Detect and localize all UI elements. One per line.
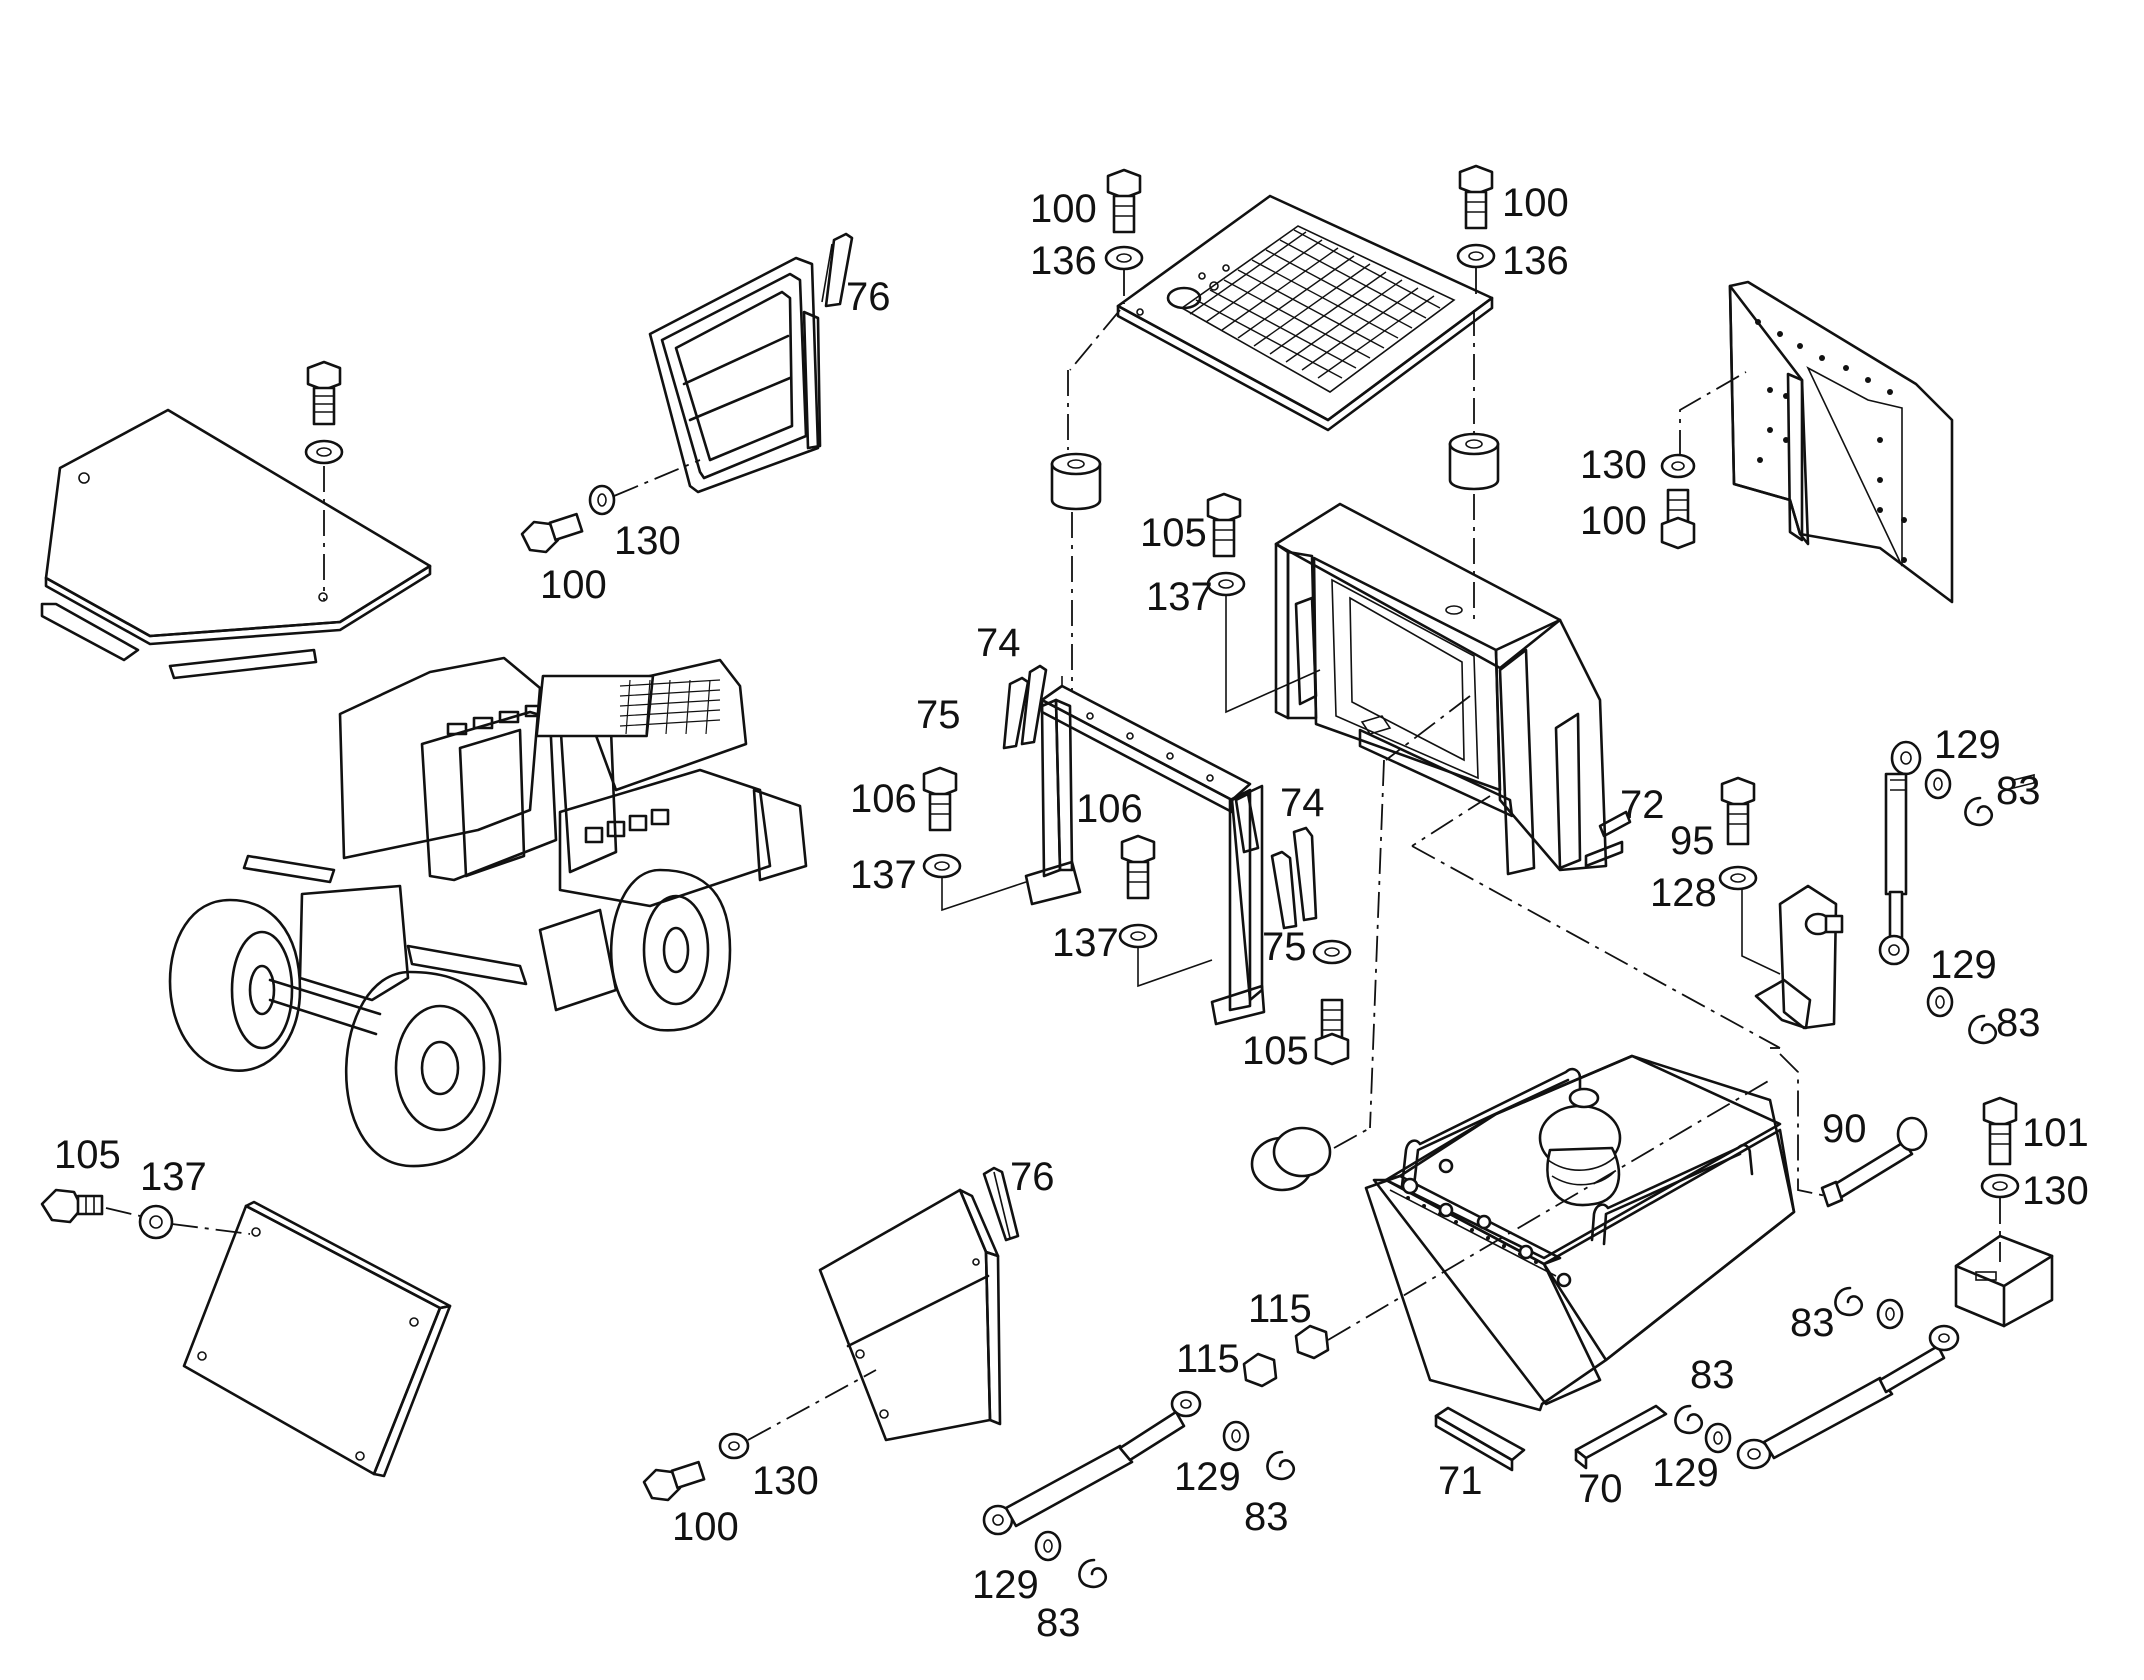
callout-label: 74: [1280, 781, 1325, 825]
callout-label: 71: [1438, 1459, 1483, 1503]
nuts-115: [1242, 1324, 1330, 1388]
callout-label: 83: [1996, 769, 2041, 813]
grille-bolt-left: [1104, 168, 1144, 271]
callout-label: 95: [1670, 819, 1715, 863]
gas-strut-bottom-middle: [982, 1390, 1202, 1536]
bolt-105-mid: [1206, 492, 1246, 597]
rear-panel: [1728, 280, 1954, 604]
support-frame: [1024, 676, 1266, 1026]
tractor-assembly: [168, 656, 808, 1168]
callout-label: 129: [1652, 1451, 1719, 1495]
callout-label: 137: [1146, 575, 1213, 619]
callout-label: 83: [1996, 1001, 2041, 1045]
callout-label: 75: [1262, 925, 1307, 969]
callout-label: 137: [140, 1155, 207, 1199]
callout-label: 90: [1822, 1107, 1867, 1151]
cap: [1250, 1126, 1332, 1192]
grille-bolt-right: [1456, 164, 1496, 269]
callout-label: 100: [1580, 499, 1647, 543]
callout-label: 83: [1244, 1495, 1289, 1539]
callout-label: 76: [846, 275, 891, 319]
callout-label: 137: [850, 853, 917, 897]
clips-right-top: [1924, 768, 1994, 827]
callout-label: 130: [2022, 1169, 2089, 1213]
callout-label: 115: [1248, 1287, 1312, 1331]
callout-label: 129: [1174, 1455, 1241, 1499]
clips-bottom-middle: [1034, 1420, 1296, 1589]
callout-label: 83: [1690, 1353, 1735, 1397]
cab-housing: [1274, 502, 1632, 876]
bolt-101: [1980, 1096, 2020, 1199]
clips-bottom-right: [1674, 1286, 1904, 1454]
callout-label: 101: [2022, 1111, 2089, 1155]
bracket: [1754, 884, 1844, 1030]
rubber-mount-right: [1448, 432, 1500, 491]
grille-plate: [1116, 194, 1494, 432]
callout-label: 105: [54, 1133, 121, 1177]
callout-label: 83: [1036, 1601, 1081, 1645]
callout-label: 130: [614, 519, 681, 563]
callout-label: 70: [1578, 1467, 1623, 1511]
callout-label: 129: [1930, 943, 1997, 987]
callout-label: 76: [1010, 1155, 1055, 1199]
callout-label: 100: [540, 563, 607, 607]
door-frame: [648, 256, 822, 494]
callout-label: 136: [1502, 239, 1569, 283]
callout-label: 72: [1620, 783, 1665, 827]
callout-label: 100: [1502, 181, 1569, 225]
door-bolt: [520, 484, 616, 554]
rubber-mount-left: [1050, 452, 1102, 511]
side-panel-bottom: [818, 1188, 1002, 1442]
callout-label: 83: [1790, 1301, 1835, 1345]
callout-label: 136: [1030, 239, 1097, 283]
callout-label: 130: [752, 1459, 819, 1503]
strip-76-bottom: [982, 1166, 1020, 1242]
callout-label: 129: [972, 1563, 1039, 1607]
callout-label: 115: [1176, 1337, 1240, 1381]
fuel-tank: [1364, 1054, 1796, 1412]
washer-137-low: [1312, 939, 1352, 965]
battery-box: [1954, 773, 2054, 1328]
strip-74-left: [1002, 664, 1048, 750]
callout-label: 137: [1052, 921, 1119, 965]
clips-right-bot: [1926, 986, 1998, 1045]
strip-76-top: [821, 232, 854, 308]
strip-71: [1434, 1406, 1526, 1472]
strip-74-right: [1270, 826, 1318, 930]
side-panel-left: [182, 1200, 452, 1478]
roof-panel: [40, 408, 432, 680]
bolt-95: [1718, 776, 1758, 891]
callout-label: 105: [1140, 511, 1207, 555]
bolt-100-bottom: [642, 1432, 750, 1502]
callout-label: 106: [850, 777, 917, 821]
gas-strut-bottom-right: [1736, 1324, 1960, 1470]
gas-strut-right: [1878, 740, 1922, 966]
callout-label: 100: [1030, 187, 1097, 231]
rear-panel-fixings: [1660, 453, 1696, 550]
callout-label: 105: [1242, 1029, 1309, 1073]
callout-label: 106: [1076, 787, 1143, 831]
bolt-105-left: [40, 1188, 174, 1240]
callout-label: 75: [916, 693, 961, 737]
callout-label: 100: [672, 1505, 739, 1549]
bolt-106-right: [1118, 834, 1158, 949]
callout-label: 74: [976, 621, 1021, 665]
pin-90: [1820, 1116, 1928, 1208]
bolt-105-low: [1314, 998, 1350, 1066]
callout-label: 130: [1580, 443, 1647, 487]
strip-70: [1574, 1404, 1668, 1470]
roof-bolt: [304, 360, 344, 465]
callout-label: 128: [1650, 871, 1717, 915]
callout-label: 129: [1934, 723, 2001, 767]
bolt-106-left: [922, 766, 962, 879]
